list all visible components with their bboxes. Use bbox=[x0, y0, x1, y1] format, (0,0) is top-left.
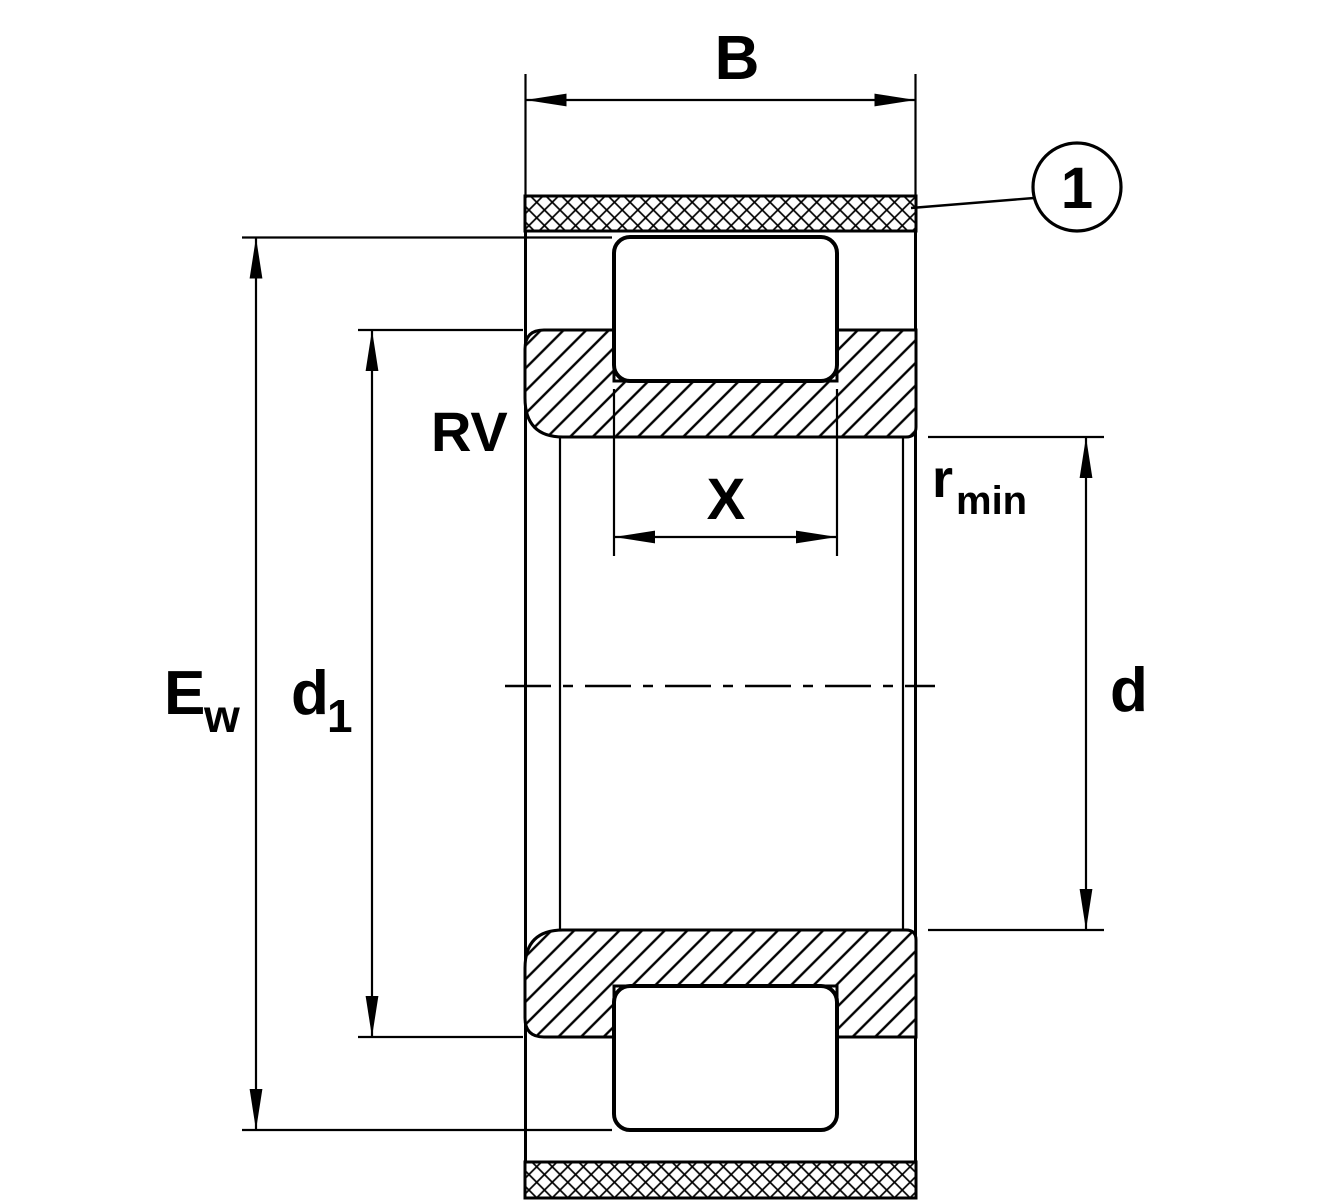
bearing-section bbox=[505, 194, 935, 1200]
dim-X: X bbox=[612, 389, 839, 556]
dim-d: d bbox=[928, 435, 1148, 932]
roller-bottom bbox=[612, 984, 839, 1132]
roller-top bbox=[612, 235, 839, 383]
label-d1: d bbox=[291, 659, 329, 728]
callout-circle bbox=[1031, 141, 1123, 233]
inner-ring-section-top bbox=[523, 328, 918, 439]
label-rv: RV bbox=[431, 400, 508, 463]
callout-number: 1 bbox=[1061, 156, 1093, 221]
label-rmin-group: r min bbox=[932, 449, 1027, 523]
label-rmin-subscript: min bbox=[956, 479, 1027, 523]
outer-ring-band-bottom bbox=[523, 1160, 918, 1200]
label-ew-subscript: w bbox=[203, 690, 240, 742]
dim-B: B bbox=[524, 24, 917, 196]
label-d1-subscript: 1 bbox=[327, 690, 353, 742]
outer-ring-band-top bbox=[523, 194, 918, 233]
label-rmin: r bbox=[932, 449, 953, 509]
dim-Ew: E w bbox=[164, 236, 612, 1132]
label-ew: E bbox=[164, 659, 205, 728]
dim-d1: d 1 bbox=[291, 328, 523, 1039]
inner-ring-section-bottom bbox=[523, 928, 918, 1039]
callout-balloon: 1 bbox=[910, 141, 1123, 233]
label-d: d bbox=[1110, 656, 1148, 725]
label-b: B bbox=[715, 24, 760, 93]
label-x: X bbox=[707, 467, 746, 532]
callout-leader-line bbox=[910, 196, 1035, 210]
